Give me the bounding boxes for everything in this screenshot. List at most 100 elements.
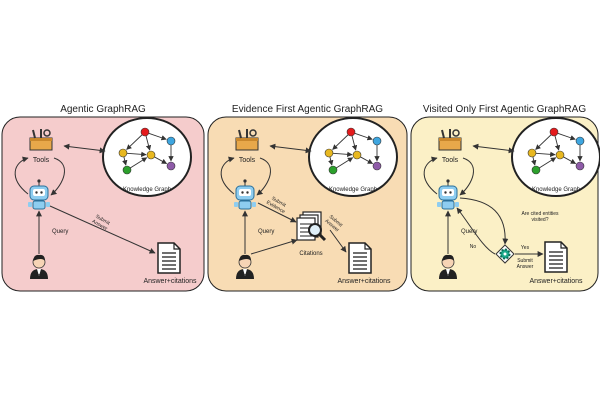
graph-node: [555, 150, 565, 160]
panel-2: Evidence First Agentic GraphRAGToolsKnow…: [207, 104, 408, 292]
user-icon: [236, 254, 254, 279]
user-label-line: User: [441, 273, 456, 280]
submit-evidence-arrow: [257, 202, 297, 223]
toolbox-wrench: [441, 129, 445, 139]
user-icon: [439, 254, 457, 279]
graph-edge: [351, 135, 358, 151]
graph-node: [575, 136, 585, 146]
query-label-line: Query: [258, 229, 274, 235]
graph-node: [575, 161, 585, 171]
graph-edge: [126, 151, 147, 157]
robot-tools-arrow: [423, 156, 438, 195]
panel-title: Agentic GraphRAG: [60, 104, 146, 115]
document-fold: [173, 243, 180, 250]
graph-edge: [360, 156, 374, 164]
document-fold: [560, 242, 567, 249]
gear-icon: [495, 244, 515, 264]
answer-label: Answer+citations: [143, 278, 197, 285]
robot-icon: [234, 179, 256, 210]
submit-answer-arrow: [49, 205, 156, 254]
document-icon: [348, 242, 372, 274]
answer-label: Answer+citations: [529, 278, 583, 285]
knowledge-graph: [102, 117, 192, 197]
user-icon: [30, 254, 48, 279]
robot-eye: [241, 191, 244, 194]
query-label-line: Query: [52, 229, 68, 235]
tools-label: Tools: [239, 157, 256, 164]
robot-arm: [437, 202, 441, 207]
robot-face: [239, 189, 251, 196]
graph-node: [527, 148, 537, 158]
graph-edge: [354, 132, 373, 141]
robot-body: [441, 200, 455, 210]
query-label-line: Query: [461, 229, 477, 235]
user-shirt: [37, 269, 41, 276]
kg-label-line: Knowledge Graph: [532, 187, 580, 193]
submit-answer-label-line: Submit: [517, 258, 533, 264]
robot-face: [442, 189, 454, 196]
graph-edge: [126, 134, 143, 150]
user-shirt: [446, 269, 450, 276]
toolbox-icon: [438, 129, 462, 151]
document-icon: [157, 242, 181, 274]
magnifier-icon: [308, 223, 327, 242]
robot-antenna-tip: [243, 179, 247, 183]
graph-node: [166, 161, 176, 171]
tools-label-line: Tools: [239, 157, 256, 164]
graph-edge: [328, 156, 334, 166]
magnifier-handle: [317, 232, 327, 242]
knowledge-graph: [308, 117, 398, 197]
robot-check-arrow: [459, 197, 509, 245]
user-label-line: User: [32, 273, 47, 280]
robot-icon: [28, 179, 50, 210]
kg-label: Knowledge Graph: [123, 187, 171, 193]
graph-node: [352, 150, 362, 160]
submit-answer-label-line: Answer: [517, 264, 534, 270]
graph-edge: [130, 157, 148, 169]
robot-tools-arrow: [220, 156, 235, 195]
graph-edge: [557, 132, 576, 141]
yes-label-line: Yes: [521, 245, 530, 251]
kg-label: Knowledge Graph: [532, 187, 580, 193]
robot-arm: [46, 202, 50, 207]
robot-body: [238, 200, 252, 210]
tools-label-line: Tools: [442, 157, 459, 164]
tools-kg-arrow: [269, 143, 312, 154]
tools-robot-arrow: [256, 157, 271, 196]
answer-label-line: Answer+citations: [337, 278, 391, 285]
tools-label-line: Tools: [33, 157, 50, 164]
graph-edge: [154, 156, 168, 164]
toolbox-wrench: [238, 129, 242, 139]
toolbox-icon: [29, 129, 53, 151]
user-hair: [442, 254, 454, 261]
query-label: Query: [52, 229, 68, 235]
magnifier-lens: [308, 223, 322, 237]
graph-node: [166, 136, 176, 146]
kg-label: Knowledge Graph: [329, 187, 377, 193]
robot-antenna-tip: [37, 179, 41, 183]
kg-label-line: Knowledge Graph: [329, 187, 377, 193]
question-label-line: Are cited entities: [522, 211, 559, 217]
toolbox-lid: [30, 138, 52, 141]
toolbox-lid: [236, 138, 258, 141]
toolbox-lid: [439, 138, 461, 141]
question-label-line: visited?: [532, 217, 549, 223]
graph-edge: [148, 132, 167, 141]
panel-title: Visited Only First Agentic GraphRAG: [423, 104, 586, 115]
graph-node: [146, 150, 156, 160]
document-icon: [544, 241, 568, 273]
graph-edge: [535, 134, 552, 150]
graph-node: [140, 127, 150, 137]
robot-eye: [449, 191, 452, 194]
user-hair: [33, 254, 45, 261]
toolbox-gear: [452, 129, 460, 137]
robot-eye: [35, 191, 38, 194]
citations-label-line: Citations: [299, 251, 322, 257]
robot-arm: [28, 202, 32, 207]
graph-node: [531, 165, 541, 175]
query-label: Query: [461, 229, 477, 235]
answer-label-line: Answer+citations: [529, 278, 583, 285]
